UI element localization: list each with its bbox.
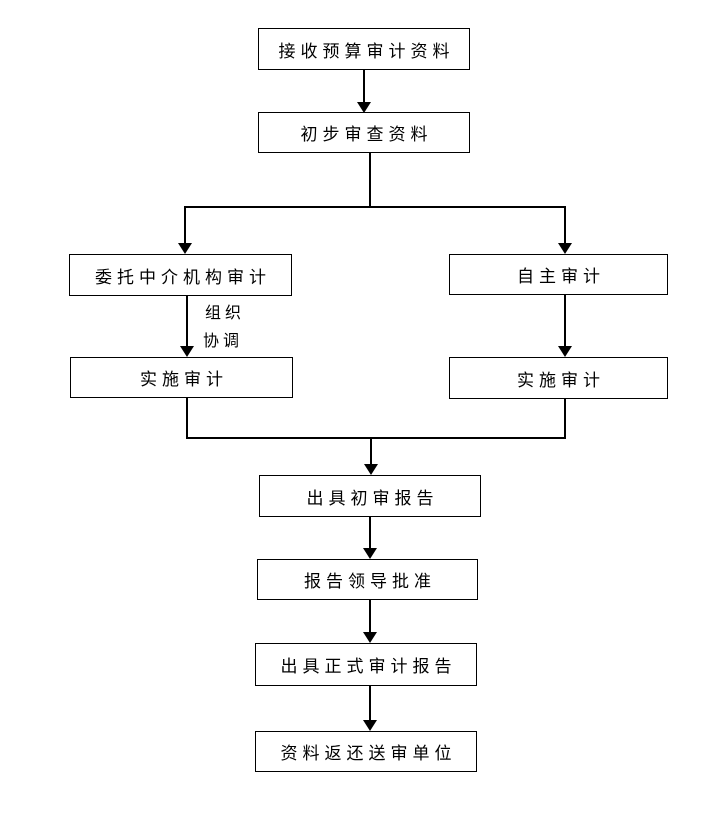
edge-label-organize: 组织	[205, 305, 246, 322]
flow-node-receive-materials: 接收预算审计资料	[258, 28, 470, 70]
split-bar	[184, 206, 566, 208]
connector-review-to-split	[369, 153, 371, 207]
arrowhead-split-to-self-audit	[558, 243, 572, 254]
flow-node-issue-formal-report: 出具正式审计报告	[255, 643, 477, 686]
flow-node-entrust-intermediary-audit: 委托中介机构审计	[69, 254, 292, 296]
edge-label-coordinate: 协调	[203, 333, 244, 350]
arrowhead-approval-to-formal-report	[363, 632, 377, 643]
flow-node-issue-preliminary-report: 出具初审报告	[259, 475, 481, 517]
arrowhead-self-audit-to-implement	[558, 346, 572, 357]
connector-split-to-self-audit	[564, 206, 566, 243]
connector-self-audit-to-implement	[564, 295, 566, 346]
flow-node-preliminary-review: 初步审查资料	[258, 112, 470, 153]
connector-entrust-to-implement	[186, 296, 188, 346]
connector-split-to-entrust	[184, 206, 186, 243]
flow-node-return-materials: 资料返还送审单位	[255, 731, 477, 772]
connector-prelim-report-to-approval	[369, 517, 371, 548]
arrowhead-merge-to-prelim-report	[364, 464, 378, 475]
connector-approval-to-formal-report	[369, 600, 371, 632]
flow-node-self-audit: 自主审计	[449, 254, 668, 295]
merge-bar	[186, 437, 566, 439]
connector-receive-to-review	[363, 70, 365, 102]
connector-implement-left-to-merge	[186, 398, 188, 439]
connector-formal-report-to-return	[369, 686, 371, 720]
flow-node-leadership-approval: 报告领导批准	[257, 559, 478, 600]
arrowhead-prelim-report-to-approval	[363, 548, 377, 559]
connector-implement-right-to-merge	[564, 399, 566, 439]
arrowhead-receive-to-review	[357, 102, 371, 113]
flow-node-implement-audit-left: 实施审计	[70, 357, 293, 398]
connector-merge-to-prelim-report	[370, 439, 372, 464]
flow-node-implement-audit-right: 实施审计	[449, 357, 668, 399]
arrowhead-split-to-entrust	[178, 243, 192, 254]
arrowhead-entrust-to-implement	[180, 346, 194, 357]
arrowhead-formal-report-to-return	[363, 720, 377, 731]
